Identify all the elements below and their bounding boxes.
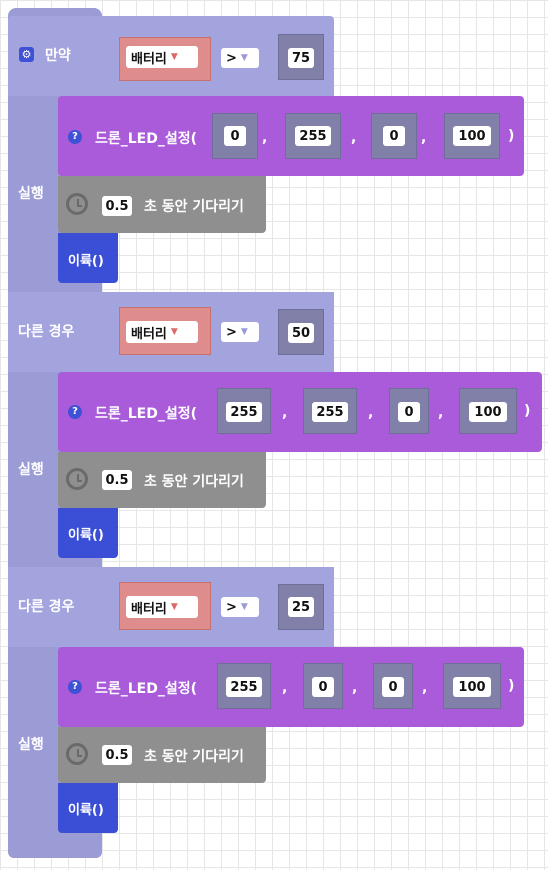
clock-icon: [66, 468, 88, 490]
land-label: 이륙(): [68, 254, 104, 269]
led-arg-slot[interactable]: [443, 663, 501, 709]
comma: ,: [282, 680, 288, 696]
chevron-down-icon: ▼: [170, 327, 178, 337]
land-block-3[interactable]: [58, 783, 118, 833]
help-icon: ?: [68, 130, 82, 144]
variable-dropdown-1[interactable]: 배터리 ▼: [126, 46, 198, 68]
wait-label: 초 동안 기다리기: [144, 749, 244, 765]
operator-dropdown-3[interactable]: > ▼: [221, 597, 259, 617]
led-function-label: 드론_LED_설정(: [95, 131, 198, 147]
wait-label: 초 동안 기다리기: [144, 199, 244, 215]
comma: ,: [262, 130, 268, 146]
wait-seconds-2[interactable]: 0.5: [102, 470, 132, 490]
close-paren: ): [524, 403, 531, 419]
threshold-value-2[interactable]: 50: [288, 323, 314, 343]
gear-icon: ⚙: [19, 47, 34, 62]
variable-dropdown-3[interactable]: 배터리 ▼: [126, 596, 198, 618]
led-arg-slot[interactable]: [212, 113, 258, 159]
comma: ,: [282, 405, 288, 421]
help-icon: ?: [68, 405, 82, 419]
wait-label: 초 동안 기다리기: [144, 474, 244, 490]
variable-dropdown-2[interactable]: 배터리 ▼: [126, 321, 198, 343]
chevron-down-icon: ▼: [170, 52, 178, 62]
else-if-label-2: 다른 경우: [18, 599, 75, 615]
led-blue-value[interactable]: 0: [382, 677, 404, 697]
led-red-value[interactable]: 255: [226, 402, 262, 422]
led-function-label: 드론_LED_설정(: [95, 406, 198, 422]
land-block-1[interactable]: [58, 233, 118, 283]
land-label: 이륙(): [68, 528, 104, 543]
led-blue-value[interactable]: 0: [383, 126, 405, 146]
wait-block-3[interactable]: [58, 727, 266, 783]
led-function-label: 드론_LED_설정(: [95, 681, 198, 697]
threshold-value-3[interactable]: 25: [288, 597, 314, 617]
chevron-down-icon: ▼: [170, 602, 178, 612]
wait-seconds-1[interactable]: 0.5: [102, 196, 132, 216]
led-green-value[interactable]: 255: [295, 126, 331, 146]
comma: ,: [438, 405, 444, 421]
close-paren: ): [508, 128, 515, 144]
do-label-1: 실행: [18, 186, 44, 202]
comma: ,: [422, 680, 428, 696]
clock-icon: [66, 193, 88, 215]
operator-dropdown-2[interactable]: > ▼: [221, 322, 259, 342]
land-label: 이륙(): [68, 803, 104, 818]
led-brightness-value[interactable]: 100: [469, 402, 507, 422]
variable-name: 배터리: [131, 326, 167, 342]
led-red-value[interactable]: 255: [226, 677, 262, 697]
variable-name: 배터리: [131, 601, 167, 617]
chevron-down-icon: ▼: [240, 327, 248, 337]
else-if-label-1: 다른 경우: [18, 324, 75, 340]
clock-icon: [66, 743, 88, 765]
led-brightness-value[interactable]: 100: [453, 126, 491, 146]
comma: ,: [368, 405, 374, 421]
comma: ,: [421, 130, 427, 146]
led-red-value[interactable]: 0: [224, 126, 246, 146]
chevron-down-icon: ▼: [240, 602, 248, 612]
led-brightness-value[interactable]: 100: [453, 677, 491, 697]
if-else-bottom: [8, 838, 102, 858]
close-paren: ): [508, 678, 515, 694]
led-green-value[interactable]: 0: [312, 677, 334, 697]
wait-block-2[interactable]: [58, 452, 266, 508]
led-green-value[interactable]: 255: [312, 402, 348, 422]
wait-block-1[interactable]: [58, 176, 266, 233]
threshold-value-1[interactable]: 75: [288, 48, 314, 68]
land-block-2[interactable]: [58, 508, 118, 558]
variable-name: 배터리: [131, 51, 167, 67]
do-label-2: 실행: [18, 462, 44, 478]
led-blue-value[interactable]: 0: [398, 402, 420, 422]
do-label-3: 실행: [18, 737, 44, 753]
operator-dropdown-1[interactable]: > ▼: [221, 48, 259, 68]
led-arg-slot[interactable]: [373, 663, 413, 709]
if-label: 만약: [45, 48, 71, 64]
comma: ,: [352, 680, 358, 696]
wait-seconds-3[interactable]: 0.5: [102, 745, 132, 765]
comma: ,: [351, 130, 357, 146]
chevron-down-icon: ▼: [240, 53, 248, 63]
help-icon: ?: [68, 680, 82, 694]
